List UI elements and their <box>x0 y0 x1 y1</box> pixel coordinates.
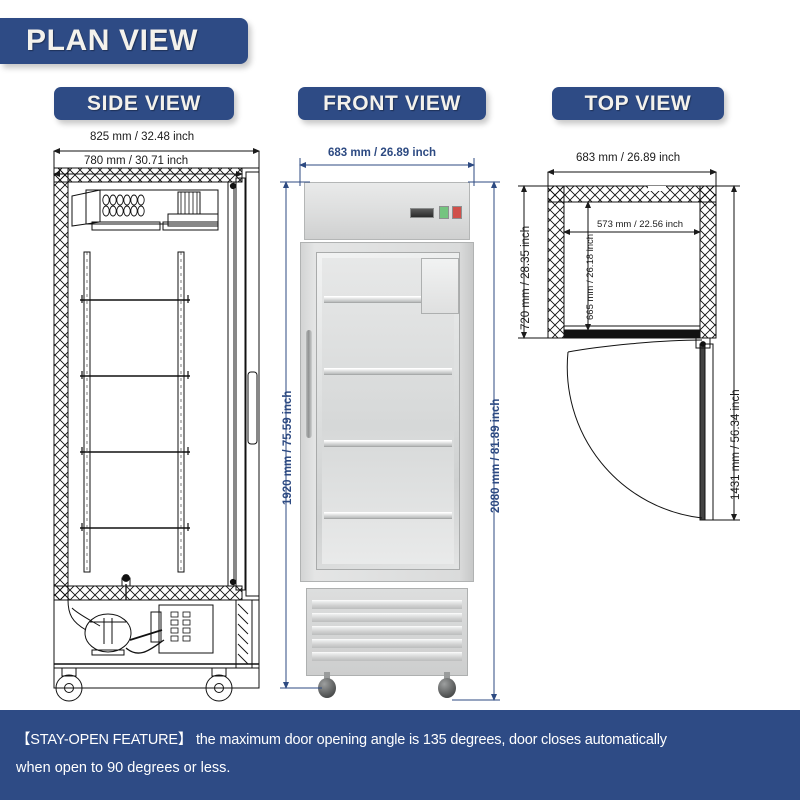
front-overall-height-label: 2080 mm / 81.89 inch <box>490 398 502 513</box>
control-display <box>410 208 434 218</box>
top-interior-depth-label: 665 mm / 26.18 inch <box>585 233 596 320</box>
shelf-3 <box>324 440 452 447</box>
footer-line-1: 【STAY-OPEN FEATURE】 the maximum door ope… <box>16 732 667 748</box>
front-width-label: 683 mm / 26.89 inch <box>328 147 437 159</box>
front-view-title-badge: FRONT VIEW <box>298 87 486 120</box>
door-handle[interactable] <box>306 330 312 438</box>
front-cabinet-height-label: 1920 mm / 75.59 inch <box>282 390 294 505</box>
side-view-title-badge: SIDE VIEW <box>54 87 234 120</box>
top-door-open-depth-label: 1431 mm / 56.34 inch <box>730 389 742 500</box>
footer-line-2: when open to 90 degrees or less. <box>16 760 231 777</box>
top-view-title-badge: TOP VIEW <box>552 87 724 120</box>
shelf-4 <box>324 512 452 519</box>
power-button-red[interactable] <box>452 206 462 219</box>
plan-view-title-badge: PLAN VIEW <box>0 18 248 64</box>
caster-front-right <box>438 672 456 698</box>
side-overall-depth-label: 825 mm / 32.48 inch <box>90 131 195 143</box>
stay-open-feature-note: 【STAY-OPEN FEATURE】 the maximum door ope… <box>0 710 800 800</box>
top-interior-width-label: 573 mm / 22.56 inch <box>597 219 684 230</box>
caster-front-left <box>318 672 336 698</box>
top-width-label: 683 mm / 26.89 inch <box>576 152 681 164</box>
power-button-green[interactable] <box>439 206 449 219</box>
interior-control-box <box>421 258 459 314</box>
side-cabinet-depth-label: 780 mm / 30.71 inch <box>84 155 189 167</box>
top-depth-label: 720 mm / 28.35 inch <box>520 225 532 330</box>
shelf-1 <box>324 296 452 303</box>
shelf-2 <box>324 368 452 375</box>
